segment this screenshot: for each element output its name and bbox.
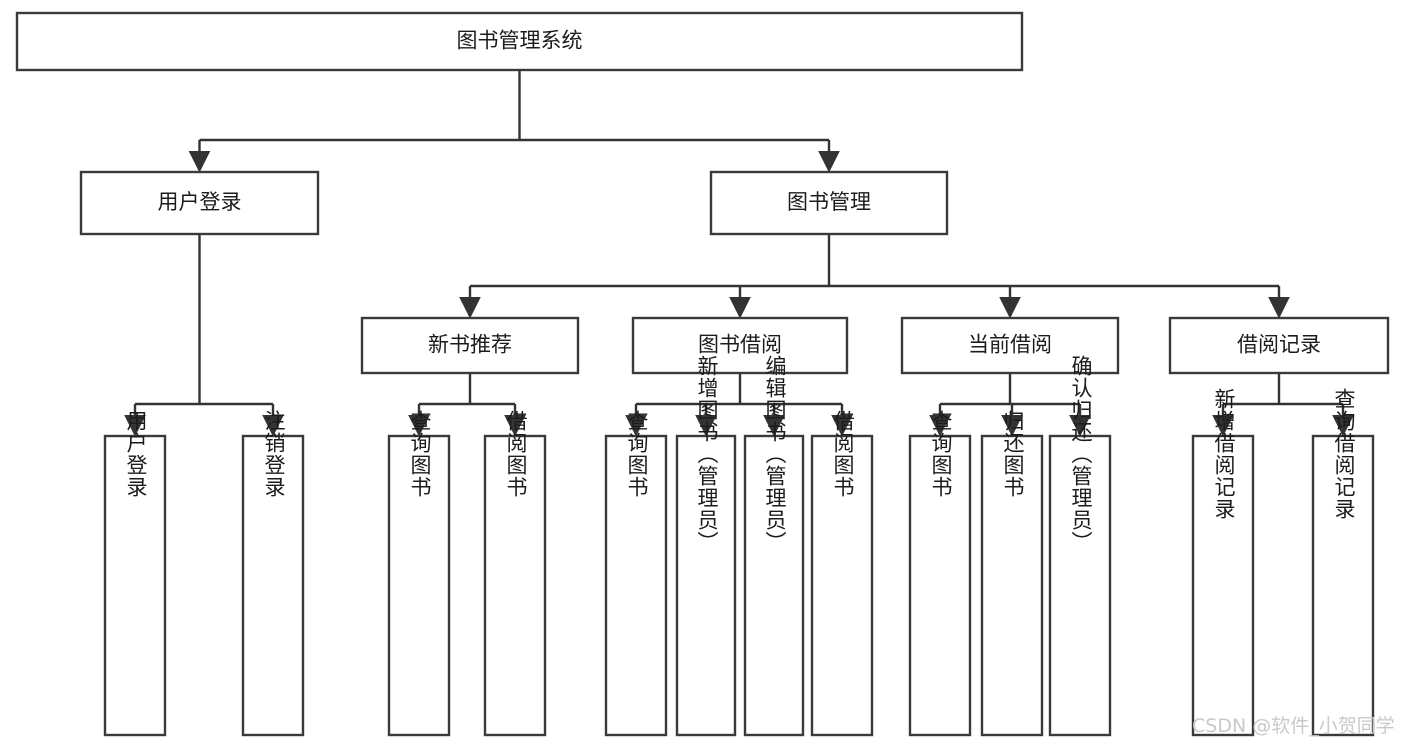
node-box-leaf-return-book bbox=[980, 434, 1044, 737]
node-leaf-query-book-2[interactable]: 查询图书 bbox=[604, 410, 668, 737]
node-label-leaf-edit-book: 编辑图书（管理员） bbox=[763, 355, 787, 553]
node-leaf-return-book[interactable]: 归还图书 bbox=[980, 410, 1044, 737]
node-box-root bbox=[15, 11, 1024, 72]
node-leaf-query-book-3[interactable]: 查询图书 bbox=[908, 410, 972, 737]
node-leaf-query-record[interactable]: 查询借阅记录 bbox=[1311, 388, 1375, 737]
node-label-leaf-logout: 注销登录 bbox=[262, 410, 286, 498]
connector-lines bbox=[124, 70, 1354, 437]
node-label-leaf-query-book-2: 查询图书 bbox=[625, 410, 649, 498]
node-box-book-borrow bbox=[631, 316, 849, 375]
node-label-book-management: 图书管理 bbox=[787, 190, 871, 214]
node-leaf-confirm-return[interactable]: 确认归还（管理员） bbox=[1048, 355, 1112, 737]
node-label-leaf-confirm-return: 确认归还（管理员） bbox=[1069, 355, 1093, 553]
node-box-leaf-user-login bbox=[103, 434, 167, 737]
node-leaf-logout[interactable]: 注销登录 bbox=[241, 410, 305, 737]
node-box-leaf-edit-book bbox=[743, 434, 805, 737]
node-new-book-recommend[interactable]: 新书推荐 bbox=[360, 316, 580, 375]
node-label-book-borrow: 图书借阅 bbox=[698, 333, 782, 357]
node-label-leaf-user-login: 用户登录 bbox=[124, 410, 148, 498]
node-box-borrow-record bbox=[1168, 316, 1390, 375]
node-boxes: 图书管理系统用户登录图书管理新书推荐图书借阅当前借阅借阅记录用户登录注销登录查询… bbox=[15, 11, 1390, 737]
node-user-login[interactable]: 用户登录 bbox=[79, 170, 320, 236]
node-label-leaf-query-book-3: 查询图书 bbox=[929, 410, 953, 498]
node-box-current-borrow bbox=[900, 316, 1120, 375]
node-leaf-user-login[interactable]: 用户登录 bbox=[103, 410, 167, 737]
node-root[interactable]: 图书管理系统 bbox=[15, 11, 1024, 72]
node-box-leaf-query-book-3 bbox=[908, 434, 972, 737]
node-label-leaf-return-book: 归还图书 bbox=[1001, 410, 1025, 498]
node-box-leaf-add-record bbox=[1191, 434, 1255, 737]
csdn-watermark: CSDN @软件_小贺同学 bbox=[1192, 715, 1395, 737]
node-current-borrow[interactable]: 当前借阅 bbox=[900, 316, 1120, 375]
node-box-user-login bbox=[79, 170, 320, 236]
node-leaf-add-record[interactable]: 新增借阅记录 bbox=[1191, 388, 1255, 737]
node-leaf-add-book[interactable]: 新增图书（管理员） bbox=[675, 355, 737, 737]
node-label-root: 图书管理系统 bbox=[457, 29, 583, 53]
node-label-leaf-add-record: 新增借阅记录 bbox=[1212, 388, 1236, 520]
node-leaf-query-book-1[interactable]: 查询图书 bbox=[387, 410, 451, 737]
node-label-leaf-query-record: 查询借阅记录 bbox=[1332, 388, 1356, 520]
node-label-leaf-borrow-book-2: 借阅图书 bbox=[831, 410, 855, 498]
node-box-leaf-query-book-2 bbox=[604, 434, 668, 737]
node-box-leaf-confirm-return bbox=[1048, 434, 1112, 737]
node-book-management[interactable]: 图书管理 bbox=[709, 170, 949, 236]
node-leaf-borrow-book-1[interactable]: 借阅图书 bbox=[483, 410, 547, 737]
node-leaf-borrow-book-2[interactable]: 借阅图书 bbox=[810, 410, 874, 737]
node-label-leaf-query-book-1: 查询图书 bbox=[408, 410, 432, 498]
node-label-new-book-recommend: 新书推荐 bbox=[428, 333, 512, 357]
node-box-leaf-add-book bbox=[675, 434, 737, 737]
node-box-leaf-query-record bbox=[1311, 434, 1375, 737]
node-box-leaf-logout bbox=[241, 434, 305, 737]
node-box-leaf-borrow-book-2 bbox=[810, 434, 874, 737]
node-label-leaf-add-book: 新增图书（管理员） bbox=[695, 355, 719, 553]
node-label-leaf-borrow-book-1: 借阅图书 bbox=[504, 410, 528, 498]
node-box-leaf-borrow-book-1 bbox=[483, 434, 547, 737]
node-borrow-record[interactable]: 借阅记录 bbox=[1168, 316, 1390, 375]
node-label-current-borrow: 当前借阅 bbox=[968, 333, 1052, 357]
node-leaf-edit-book[interactable]: 编辑图书（管理员） bbox=[743, 355, 805, 737]
node-box-new-book-recommend bbox=[360, 316, 580, 375]
node-box-book-management bbox=[709, 170, 949, 236]
node-label-borrow-record: 借阅记录 bbox=[1237, 333, 1321, 357]
node-box-leaf-query-book-1 bbox=[387, 434, 451, 737]
node-label-user-login: 用户登录 bbox=[158, 190, 242, 214]
node-book-borrow[interactable]: 图书借阅 bbox=[631, 316, 849, 375]
